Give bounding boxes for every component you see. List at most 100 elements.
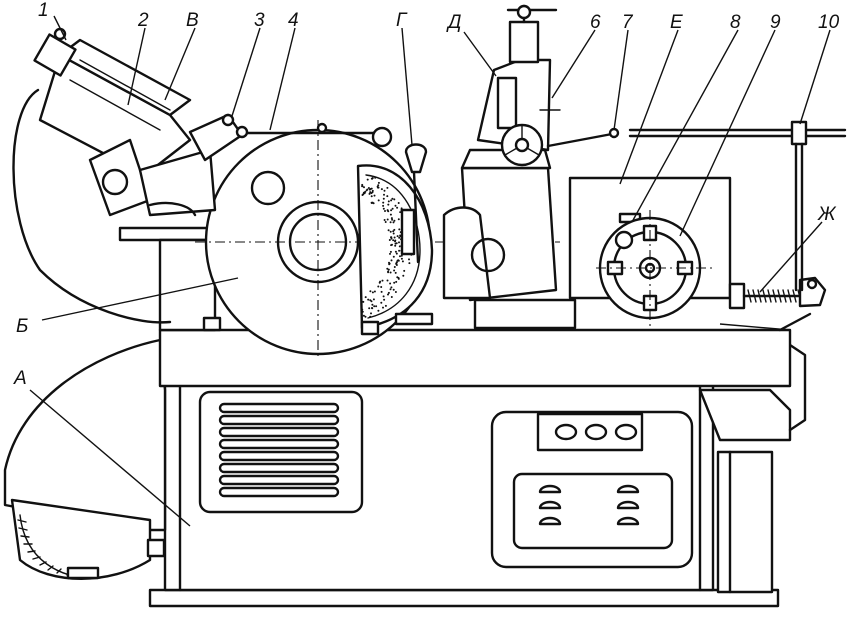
control-buttons: [538, 484, 640, 526]
abrasive-dot: [381, 279, 384, 282]
abrasive-dot: [380, 301, 383, 304]
abrasive-dot: [375, 305, 378, 308]
abrasive-dot: [399, 255, 401, 258]
abrasive-dot: [389, 252, 391, 255]
callout-6: 6: [590, 12, 601, 33]
abrasive-dot: [373, 290, 376, 293]
lever-4: [235, 122, 393, 148]
abrasive-dot: [395, 280, 398, 283]
abrasive-dot: [371, 303, 374, 306]
abrasive-dot: [398, 236, 401, 239]
callout-b: Б: [16, 316, 28, 337]
callout-8: 8: [730, 12, 741, 33]
abrasive-dot: [389, 230, 392, 233]
abrasive-dot: [387, 229, 390, 232]
abrasive-dot: [387, 210, 390, 213]
abrasive-dot: [398, 241, 400, 244]
callout-zh: Ж: [817, 204, 837, 225]
abrasive-dot: [398, 249, 401, 252]
abrasive-dot: [378, 281, 381, 284]
abrasive-dot: [362, 314, 365, 317]
callout-v: В: [186, 10, 199, 31]
dressing-device: [476, 4, 620, 167]
screw-thread: [782, 289, 787, 303]
abrasive-dot: [362, 191, 365, 194]
abrasive-dot: [391, 207, 394, 210]
callout-1: 1: [38, 0, 49, 21]
abrasive-dot: [361, 185, 364, 188]
screw-thread: [757, 289, 762, 303]
abrasive-dot: [383, 219, 386, 221]
abrasive-dot: [368, 192, 371, 195]
abrasive-dot: [370, 177, 373, 180]
abrasive-dot: [369, 191, 372, 194]
abrasive-dot: [393, 236, 396, 239]
abrasive-dot: [363, 186, 365, 189]
screw-thread: [752, 289, 757, 303]
abrasive-dot: [397, 276, 400, 279]
abrasive-dot: [392, 288, 395, 291]
base-plate: [148, 588, 780, 608]
abrasive-dot: [400, 254, 403, 257]
abrasive-dot: [387, 291, 390, 294]
abrasive-dot: [369, 299, 372, 302]
abrasive-dot: [364, 315, 367, 318]
abrasive-dot: [382, 197, 385, 200]
abrasive-dot: [377, 181, 380, 184]
regulating-wheel-head: [442, 148, 577, 330]
abrasive-dot: [390, 236, 393, 239]
abrasive-dot: [373, 305, 376, 308]
abrasive-dot: [377, 309, 380, 312]
abrasive-dot: [396, 206, 399, 209]
abrasive-dot: [383, 189, 386, 192]
feed-screw: [728, 276, 827, 310]
abrasive-dot: [367, 298, 370, 301]
abrasive-dot: [392, 221, 395, 224]
abrasive-dot: [398, 228, 401, 231]
abrasive-dot: [383, 193, 385, 196]
callout-4: 4: [288, 10, 299, 31]
abrasive-dot: [397, 218, 400, 221]
abrasive-dot: [390, 209, 393, 212]
abrasive-dot: [392, 232, 395, 235]
abrasive-dot: [392, 230, 395, 233]
abrasive-dot: [383, 298, 386, 301]
abrasive-dot: [374, 176, 377, 179]
abrasive-dot: [400, 257, 403, 260]
abrasive-dot: [388, 239, 391, 241]
control-panel: [490, 410, 694, 569]
abrasive-dot: [369, 290, 372, 293]
abrasive-dot: [368, 307, 371, 310]
abrasive-dot: [387, 293, 389, 296]
screw-thread: [767, 289, 772, 303]
abrasive-dot: [386, 279, 389, 282]
callout-9: 9: [770, 12, 781, 33]
indicator-lamp: [614, 423, 638, 441]
abrasive-dot: [390, 259, 393, 262]
abrasive-dot: [384, 210, 386, 212]
abrasive-dot: [393, 228, 396, 231]
callout-a: А: [13, 368, 27, 389]
callout-e: Е: [670, 12, 683, 33]
abrasive-dot: [369, 315, 372, 318]
abrasive-dot: [380, 286, 383, 288]
vent-panel: [198, 390, 364, 514]
abrasive-dot: [371, 291, 374, 294]
abrasive-dot: [393, 281, 396, 284]
copy-attachment: [12, 27, 244, 324]
abrasive-dot: [390, 199, 393, 202]
abrasive-dot: [408, 258, 410, 261]
abrasive-dot: [362, 300, 365, 303]
abrasive-dot: [366, 178, 369, 181]
lever-g: [400, 143, 428, 264]
abrasive-dot: [387, 268, 390, 271]
abrasive-dot: [398, 245, 401, 248]
abrasive-dot: [387, 271, 390, 274]
abrasive-dot: [389, 271, 392, 274]
abrasive-dot: [394, 244, 397, 247]
abrasive-dot: [362, 193, 365, 196]
abrasive-dot: [408, 262, 411, 265]
abrasive-dot: [391, 243, 393, 246]
abrasive-dot: [394, 204, 397, 207]
abrasive-dot: [380, 290, 383, 293]
